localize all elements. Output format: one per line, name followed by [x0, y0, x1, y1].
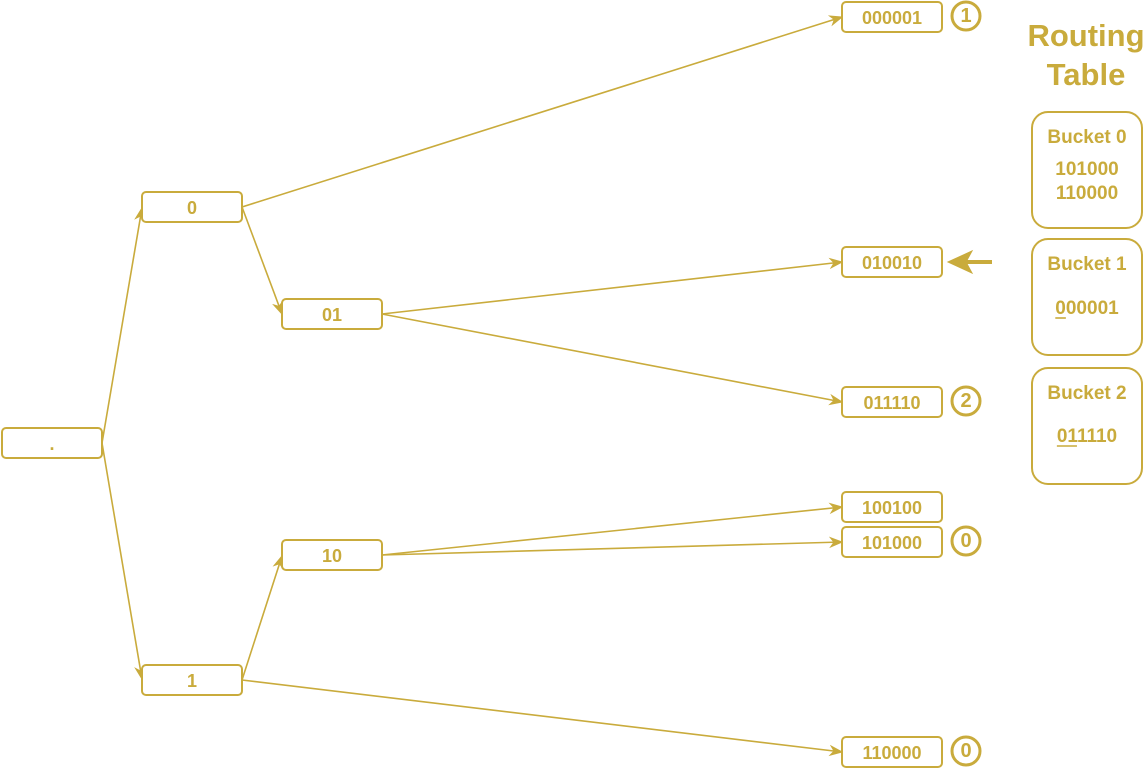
edge-n01-l011110: [381, 313, 844, 406]
edge-n0-n01: [241, 206, 283, 316]
bucket-2: Bucket 2 011110: [1031, 367, 1143, 485]
bucket-entry: 110000: [1056, 183, 1118, 204]
edge-n0-l000001: [241, 15, 844, 208]
node-label: .: [49, 434, 54, 454]
left-arrow-icon: [946, 249, 992, 275]
distance-badge: 0: [950, 525, 982, 557]
tree-node-n0: 0: [141, 191, 243, 223]
node-label: 1: [187, 671, 197, 691]
node-box: [141, 191, 243, 223]
node-box: [1, 427, 103, 459]
routing-table-title-line2: Table: [1047, 57, 1126, 92]
node-label: 01: [322, 305, 342, 325]
tree-node-l000001: 000001: [841, 1, 943, 33]
badge-circle: [950, 735, 982, 767]
node-box: [141, 664, 243, 696]
tree-node-root: .: [1, 427, 103, 459]
edge-n10-l101000: [381, 536, 844, 556]
badge-circle: [950, 385, 982, 417]
tree-nodes: .010110000001010010011110100100101000110…: [1, 1, 943, 768]
node-box: [841, 1, 943, 33]
distance-badge: 0: [950, 735, 982, 767]
node-box: [841, 736, 943, 768]
node-box: [281, 298, 383, 330]
bucket-0: Bucket 0 101000 110000: [1031, 111, 1143, 229]
bucket-box: [1031, 238, 1143, 356]
bucket-1: Bucket 1 000001: [1031, 238, 1143, 356]
edge-n10-l100100: [381, 502, 844, 556]
tree-node-l101000: 101000: [841, 526, 943, 558]
current-node-pointer: [946, 249, 992, 275]
node-label: 010010: [862, 253, 922, 273]
badge-circle: [950, 0, 982, 32]
bucket-entry: 000001: [1055, 298, 1119, 319]
node-box: [841, 491, 943, 523]
tree-node-l010010: 010010: [841, 246, 943, 278]
badge-circle: [950, 525, 982, 557]
distance-badges: 1 2 0 0: [950, 0, 982, 767]
tree-node-n10: 10: [281, 539, 383, 571]
bucket-title: Bucket 2: [1047, 383, 1126, 404]
node-box: [281, 539, 383, 571]
edge-n01-l010010: [381, 257, 844, 315]
distance-badge: 2: [950, 385, 982, 417]
node-box: [841, 526, 943, 558]
pointer-head: [946, 249, 974, 275]
badge-label: 2: [960, 390, 971, 412]
routing-table-title-line1: Routing: [1027, 18, 1144, 53]
node-box: [841, 386, 943, 418]
bucket-box: [1031, 367, 1143, 485]
node-label: 10: [322, 546, 342, 566]
node-box: [841, 246, 943, 278]
edge-n1-l110000: [241, 679, 844, 757]
badge-label: 0: [960, 740, 971, 762]
node-label: 0: [187, 198, 197, 218]
bucket-entry: 101000: [1055, 159, 1118, 180]
edge-root-n1: [101, 442, 146, 681]
tree-node-n1: 1: [141, 664, 243, 696]
bucket-title: Bucket 0: [1047, 127, 1126, 148]
node-label: 110000: [862, 743, 921, 763]
tree-node-l110000: 110000: [841, 736, 943, 768]
badge-label: 1: [960, 5, 971, 27]
node-label: 101000: [862, 533, 922, 553]
bucket-title: Bucket 1: [1047, 254, 1127, 275]
node-label: 100100: [862, 498, 922, 518]
edge-root-n0: [101, 206, 146, 444]
bucket-entry: 011110: [1057, 426, 1117, 447]
bucket-box: [1031, 111, 1143, 229]
tree-edges: [101, 15, 844, 757]
node-label: 000001: [862, 8, 922, 28]
badge-label: 0: [960, 530, 971, 552]
tree-node-n01: 01: [281, 298, 383, 330]
tree-node-l100100: 100100: [841, 491, 943, 523]
node-label: 011110: [863, 393, 920, 413]
tree-node-l011110: 011110: [841, 386, 943, 418]
distance-badge: 1: [950, 0, 982, 32]
routing-table: Routing Table Bucket 0101000110000Bucket…: [1027, 18, 1145, 485]
edge-n1-n10: [241, 554, 284, 681]
